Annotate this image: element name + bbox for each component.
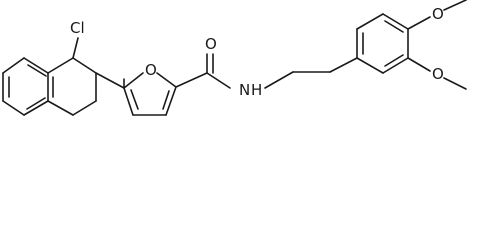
amide-group [175,53,231,89]
amide-nitrogen-label: N [239,81,250,99]
chlorine-label: Cl [70,19,85,37]
carbonyl-oxygen-label: O [205,35,217,53]
methoxy-oxygen-bottom-label: O [432,65,444,83]
chlorophenyl-ring [2,57,97,116]
chlorine-bond [72,37,79,59]
furan-oxygen-label: O [145,61,157,79]
chemical-structure-diagram: Cl O O N H O O [2,0,467,116]
methoxy-oxygen-top-label: O [432,5,444,23]
methoxy-groups [407,0,467,90]
furan-ring [95,72,177,116]
ethyl-chain [264,57,358,89]
amide-hydrogen-label: H [251,81,262,99]
dimethoxyphenyl-ring [356,13,409,74]
